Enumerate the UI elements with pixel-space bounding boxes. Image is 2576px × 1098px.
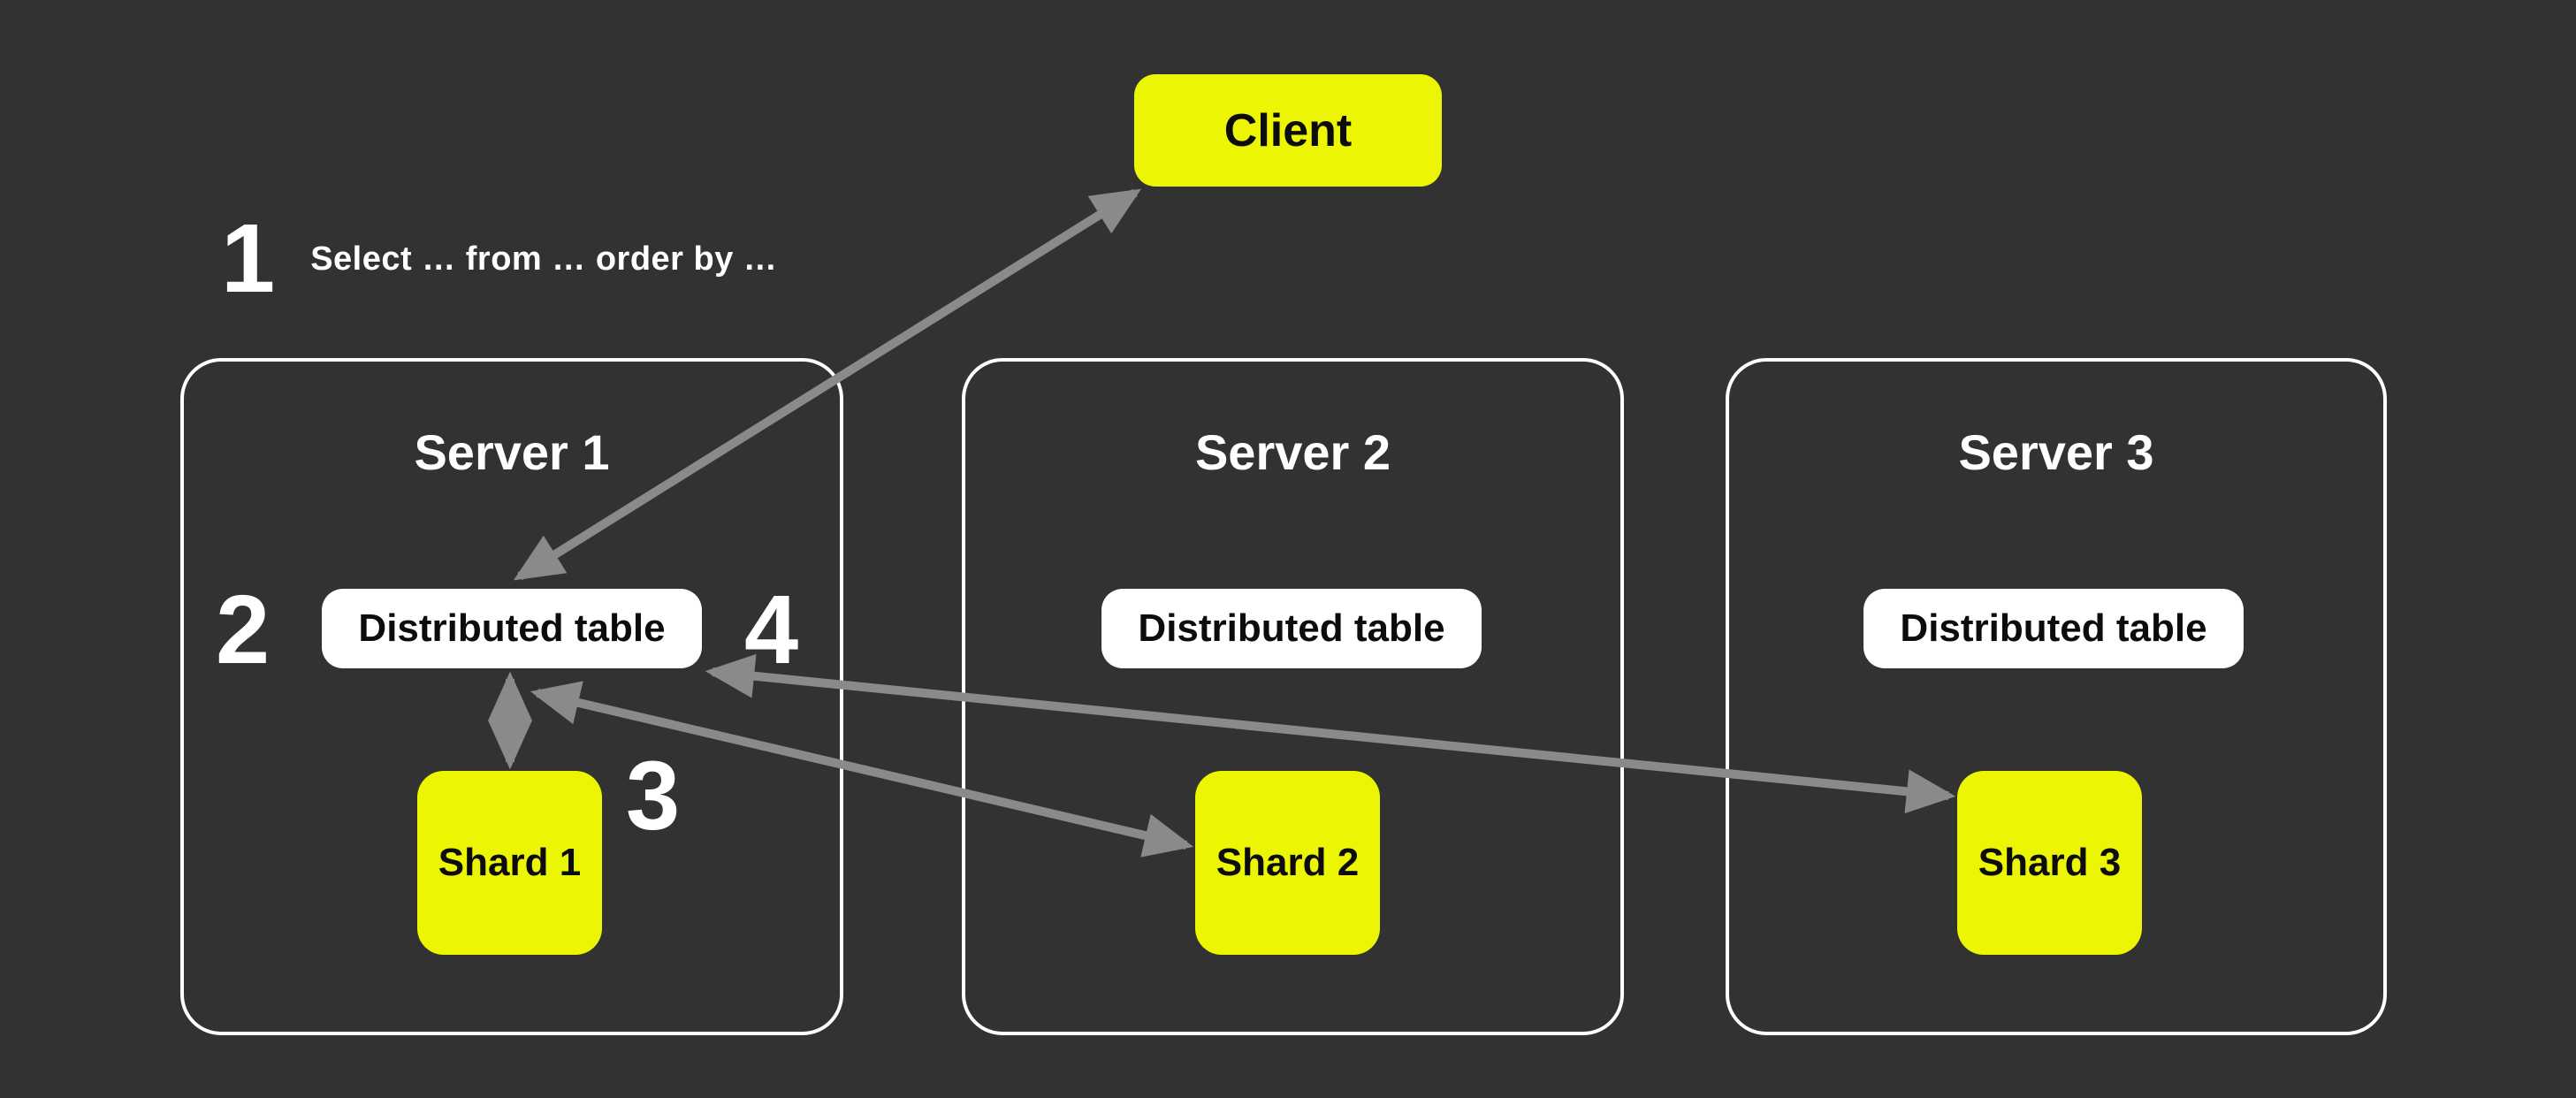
server-1-distributed-table: Distributed table: [322, 589, 702, 668]
shard-1-node: Shard 1: [417, 771, 602, 955]
shard-3-node: Shard 3: [1957, 771, 2142, 955]
server-1-title: Server 1: [414, 424, 610, 480]
shard-1-label: Shard 1: [438, 841, 582, 884]
client-label: Client: [1223, 104, 1353, 156]
server-3-title: Server 3: [1958, 424, 2154, 480]
shard-2-node: Shard 2: [1195, 771, 1380, 955]
step-1-label: 1 Select … from … order by …: [221, 210, 777, 308]
step-4-number: 4: [744, 576, 799, 684]
server-3-distributed-table-label: Distributed table: [1900, 606, 2207, 650]
step-3-number: 3: [626, 742, 681, 850]
shard-3-label: Shard 3: [1978, 841, 2122, 884]
server-2-distributed-table-label: Distributed table: [1138, 606, 1445, 650]
server-2-distributed-table: Distributed table: [1101, 589, 1482, 668]
step-1-number: 1: [221, 204, 276, 313]
step-1-query-text: Select … from … order by …: [310, 240, 778, 278]
server-1-distributed-table-label: Distributed table: [358, 606, 666, 650]
step-2-number: 2: [216, 576, 271, 684]
server-3-distributed-table: Distributed table: [1863, 589, 2244, 668]
server-2-title: Server 2: [1194, 424, 1391, 480]
client-node: Client: [1134, 74, 1442, 187]
shard-2-label: Shard 2: [1216, 841, 1360, 884]
